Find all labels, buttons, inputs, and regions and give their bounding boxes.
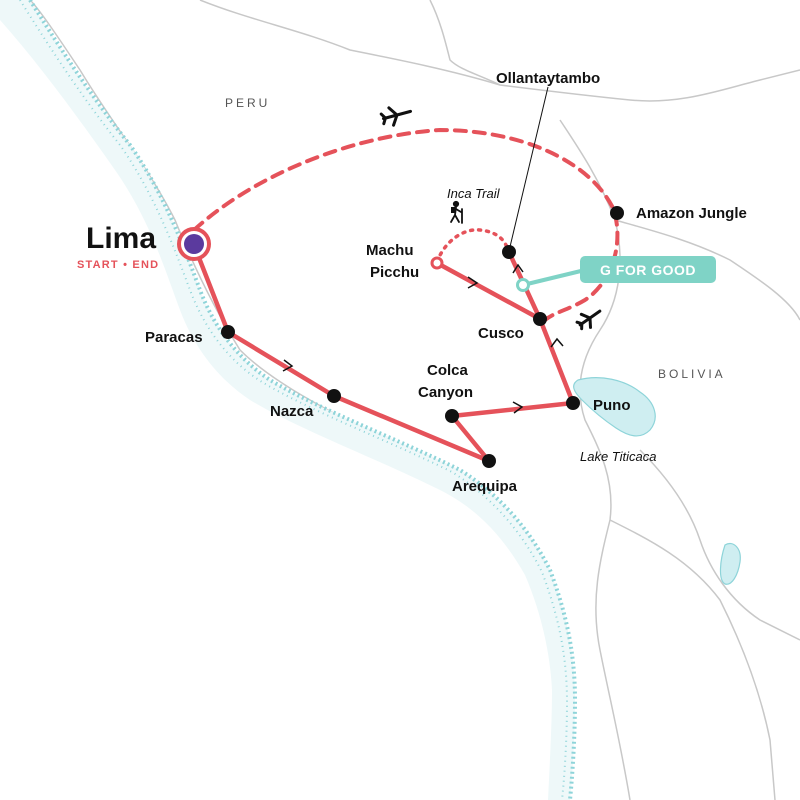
marker-arequipa: [482, 454, 496, 468]
marker-colca: [445, 409, 459, 423]
marker-machu-picchu: [430, 256, 444, 270]
lake-titicaca-shape: [573, 377, 656, 437]
city-label-nazca: Nazca: [270, 403, 314, 420]
plane-icon: [379, 106, 413, 127]
marker-nazca: [327, 389, 341, 403]
city-label-picchu: Picchu: [370, 264, 419, 281]
lake-titicaca-label: Lake Titicaca: [580, 449, 656, 464]
start-end-tag: START • END: [77, 259, 159, 271]
city-label-canyon: Canyon: [418, 384, 473, 401]
city-label-arequipa: Arequipa: [452, 478, 518, 495]
city-label-machu: Machu: [366, 242, 414, 259]
inca-trail-label: Inca Trail: [447, 186, 501, 201]
marker-paracas: [221, 325, 235, 339]
coastline: [0, 0, 578, 800]
inca-trail-path: [435, 228, 511, 264]
lakes: [573, 377, 741, 585]
city-label-cusco: Cusco: [478, 325, 524, 342]
plane-icon: [575, 309, 602, 331]
city-label-puno: Puno: [593, 397, 631, 414]
lima-start-dot: [184, 234, 204, 254]
country-label-peru: PERU: [225, 96, 270, 110]
country-label-bolivia: BOLIVIA: [658, 367, 726, 381]
small-lake-shape: [719, 542, 741, 585]
marker-puno: [566, 396, 580, 410]
direction-arrows: [282, 263, 564, 414]
chevron-up-icon: [550, 337, 564, 348]
flight-route-lima-amazon: [192, 127, 620, 322]
country-borders: [29, 0, 800, 800]
lima-label: Lima: [86, 222, 156, 255]
city-label-ollantaytambo: Ollantaytambo: [496, 70, 600, 87]
g-for-good-marker: [516, 278, 530, 292]
chevron-right-icon: [512, 401, 524, 414]
chevron-right-icon: [467, 276, 479, 289]
g-for-good-badge-text: G FOR GOOD: [600, 262, 696, 278]
city-label-colca: Colca: [427, 362, 469, 379]
hiker-icon: [450, 200, 463, 224]
chevron-right-icon: [282, 359, 294, 372]
chevron-up-icon: [512, 263, 524, 274]
marker-cusco: [533, 312, 547, 326]
ollantaytambo-leader: [508, 86, 549, 252]
marker-amazon: [610, 206, 624, 220]
city-markers: [221, 206, 624, 468]
city-label-amazon: Amazon Jungle: [636, 205, 747, 222]
g-for-good-connector: [522, 268, 586, 287]
city-label-paracas: Paracas: [145, 329, 203, 346]
land-route-machu-cusco: [434, 260, 543, 322]
g-for-good-badge: [580, 256, 716, 283]
land-route: [191, 242, 576, 464]
marker-ollantaytambo: [502, 245, 516, 259]
